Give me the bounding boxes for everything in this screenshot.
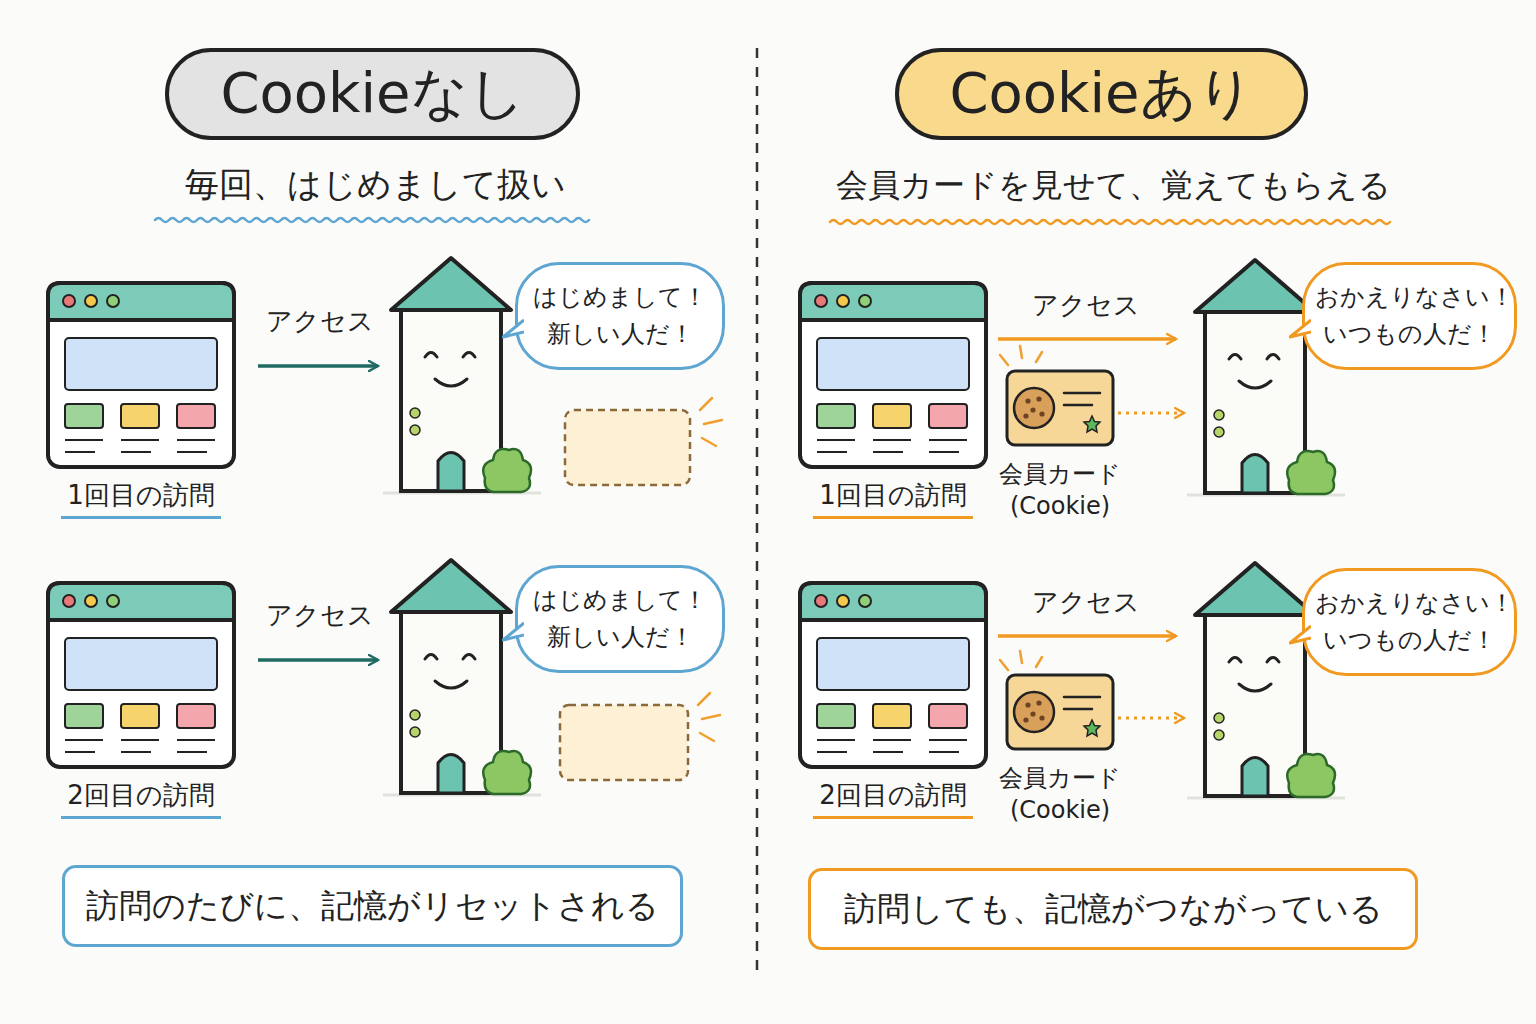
bubble-text: おかえりなさい！ いつもの人だ！ xyxy=(1315,279,1504,353)
wavy-line xyxy=(155,218,589,222)
summary-box: 訪問しても、記憶がつながっている xyxy=(808,868,1418,950)
browser-icon xyxy=(797,280,989,470)
heading-text: Cookieなし xyxy=(220,56,524,132)
member-card: 会員カード (Cookie) xyxy=(995,672,1125,827)
browser-window: 2回目の訪問 xyxy=(797,580,989,819)
cookie-card-icon xyxy=(1004,368,1116,448)
cookie-card-icon xyxy=(1004,672,1116,752)
subtitle: 会員カードを見せて、覚えてもらえる xyxy=(800,164,1426,208)
browser-icon xyxy=(45,280,237,470)
subtitle: 毎回、はじめまして扱い xyxy=(135,162,615,208)
summary-text: 訪問のたびに、記憶がリセットされる xyxy=(86,884,659,929)
card-label: 会員カード (Cookie) xyxy=(995,458,1125,523)
arrow-label: アクセス xyxy=(250,304,390,339)
speech-bubble: はじめまして！ 新しい人だ！ xyxy=(515,565,725,673)
browser-window: 1回目の訪問 xyxy=(45,280,237,519)
bubble-text: おかえりなさい！ いつもの人だ！ xyxy=(1315,585,1504,659)
bubble-tail xyxy=(502,620,524,644)
browser-window: 1回目の訪問 xyxy=(797,280,989,519)
card-label: 会員カード (Cookie) xyxy=(995,762,1125,827)
access-arrows xyxy=(258,339,1184,718)
summary-text: 訪問しても、記憶がつながっている xyxy=(844,887,1383,932)
arrow-label: アクセス xyxy=(250,598,390,633)
wavy-underlines xyxy=(155,218,1390,224)
summary-box: 訪問のたびに、記憶がリセットされる xyxy=(62,865,683,947)
divider xyxy=(756,48,759,975)
speech-bubble: おかえりなさい！ いつもの人だ！ xyxy=(1302,568,1517,676)
arrow-label: アクセス xyxy=(990,288,1182,323)
heading-pill: Cookieなし xyxy=(165,48,580,140)
speech-bubble: はじめまして！ 新しい人だ！ xyxy=(515,262,725,370)
bubble-tail xyxy=(502,317,524,341)
browser-icon xyxy=(45,580,237,770)
browser-icon xyxy=(797,580,989,770)
visit-label: 2回目の訪問 xyxy=(61,778,221,819)
visit-label: 2回目の訪問 xyxy=(813,778,973,819)
visit-label: 1回目の訪問 xyxy=(813,478,973,519)
heading-pill: Cookieあり xyxy=(895,48,1308,140)
visit-label: 1回目の訪問 xyxy=(61,478,221,519)
buildings xyxy=(383,258,1345,798)
bubble-text: はじめまして！ 新しい人だ！ xyxy=(528,582,712,656)
speech-bubble: おかえりなさい！ いつもの人だ！ xyxy=(1302,262,1517,370)
member-card: 会員カード (Cookie) xyxy=(995,368,1125,523)
wavy-line xyxy=(830,220,1390,224)
arrow-label: アクセス xyxy=(990,585,1182,620)
browser-window: 2回目の訪問 xyxy=(45,580,237,819)
bubble-tail xyxy=(1289,317,1311,341)
heading-text: Cookieあり xyxy=(949,56,1253,132)
bubble-tail xyxy=(1289,623,1311,647)
bubble-text: はじめまして！ 新しい人だ！ xyxy=(528,279,712,353)
